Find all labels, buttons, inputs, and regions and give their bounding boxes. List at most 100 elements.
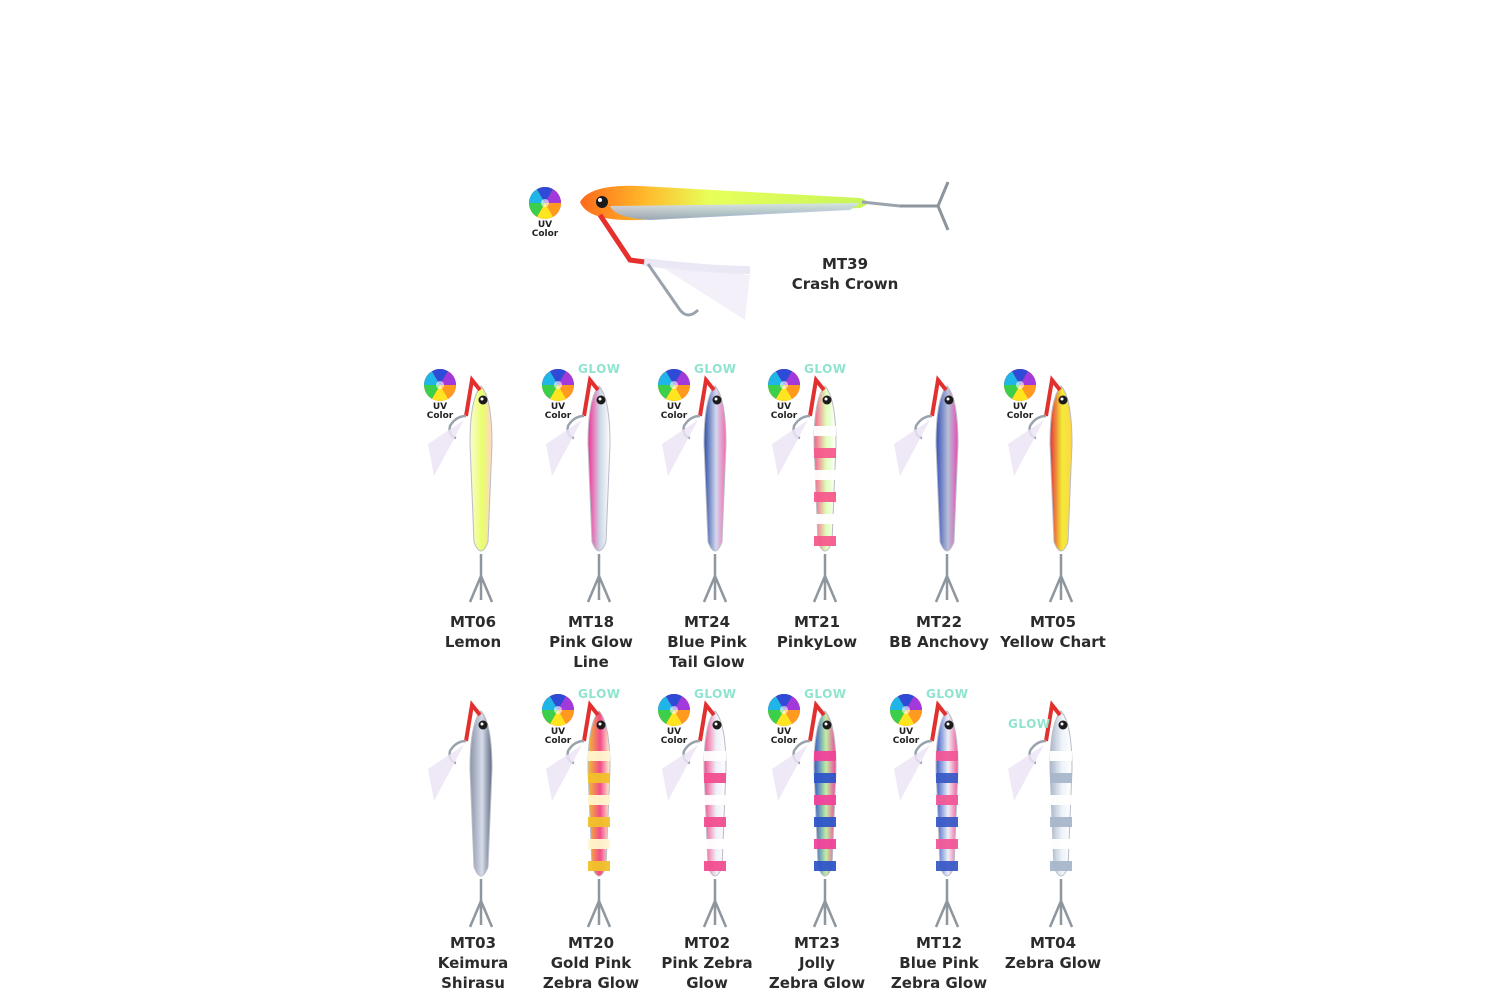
glow-badge: GLOW xyxy=(1008,717,1051,731)
lure-name-line: Jolly xyxy=(799,954,835,972)
lure-image xyxy=(894,700,960,928)
featured-label: MT39 Crash Crown xyxy=(780,254,910,294)
lure-name-line: Shirasu xyxy=(441,974,505,992)
lure-code: MT39 xyxy=(821,255,869,273)
lure-name: Crash Crown xyxy=(791,275,899,293)
lure-image xyxy=(772,700,838,928)
lure-name-line: PinkyLow xyxy=(776,633,858,651)
lure-code: MT05 xyxy=(1029,613,1077,631)
lure-name-line: Glow xyxy=(686,974,728,992)
lure-name-line: BB Anchovy xyxy=(889,633,989,651)
lure-code: MT21 xyxy=(793,613,841,631)
glow-badge: GLOW xyxy=(694,687,737,701)
lure-code: MT02 xyxy=(683,934,731,952)
uv-color-wheel-icon xyxy=(768,369,800,401)
lure-code: MT24 xyxy=(683,613,731,631)
lure-name-line: Line xyxy=(573,653,609,671)
lure-name-line: Lemon xyxy=(444,633,502,651)
lure-name-line: Zebra Glow xyxy=(890,974,988,992)
lure-name-line: Blue Pink xyxy=(899,954,979,972)
lure-code: MT23 xyxy=(793,934,841,952)
glow-badge: GLOW xyxy=(694,362,737,376)
lure-image xyxy=(428,700,494,928)
glow-badge: GLOW xyxy=(926,687,969,701)
lure-code: MT18 xyxy=(567,613,615,631)
lure-code: MT22 xyxy=(915,613,963,631)
uv-color-wheel-icon xyxy=(424,369,456,401)
lure-code: MT06 xyxy=(449,613,497,631)
lure-label: MT22 BB Anchovy xyxy=(874,612,1004,652)
uv-color-wheel-icon xyxy=(1004,369,1036,401)
lure-image xyxy=(546,375,612,603)
lure-image xyxy=(1008,375,1074,603)
glow-badge: GLOW xyxy=(578,687,621,701)
lure-image xyxy=(428,375,494,603)
lure-image xyxy=(894,375,960,603)
lure-image xyxy=(662,375,728,603)
lure-image xyxy=(1008,700,1074,928)
glow-badge: GLOW xyxy=(804,362,847,376)
glow-badge: GLOW xyxy=(804,687,847,701)
lure-name-line: Zebra Glow xyxy=(768,974,866,992)
lure-code: MT20 xyxy=(567,934,615,952)
uv-color-wheel-icon xyxy=(658,369,690,401)
crash-crown-lure-image xyxy=(580,181,950,320)
uv-color-wheel-icon xyxy=(658,694,690,726)
lure-name-line: Pink Glow xyxy=(549,633,633,651)
lure-name-line: Pink Zebra xyxy=(661,954,753,972)
lure-name-line: Tail Glow xyxy=(669,653,745,671)
lure-card-mt22: MT22 BB Anchovy xyxy=(874,360,1004,680)
uv-color-wheel-icon xyxy=(529,187,561,219)
lure-name-line: Zebra Glow xyxy=(1004,954,1102,972)
lure-image xyxy=(662,700,728,928)
lure-code: MT12 xyxy=(915,934,963,952)
uv-color-wheel-icon xyxy=(890,694,922,726)
lure-name-line: Blue Pink xyxy=(667,633,747,651)
lure-name-line: Yellow Chart xyxy=(1000,633,1106,651)
glow-badge: GLOW xyxy=(578,362,621,376)
lure-code: MT03 xyxy=(449,934,497,952)
lure-image xyxy=(546,700,612,928)
